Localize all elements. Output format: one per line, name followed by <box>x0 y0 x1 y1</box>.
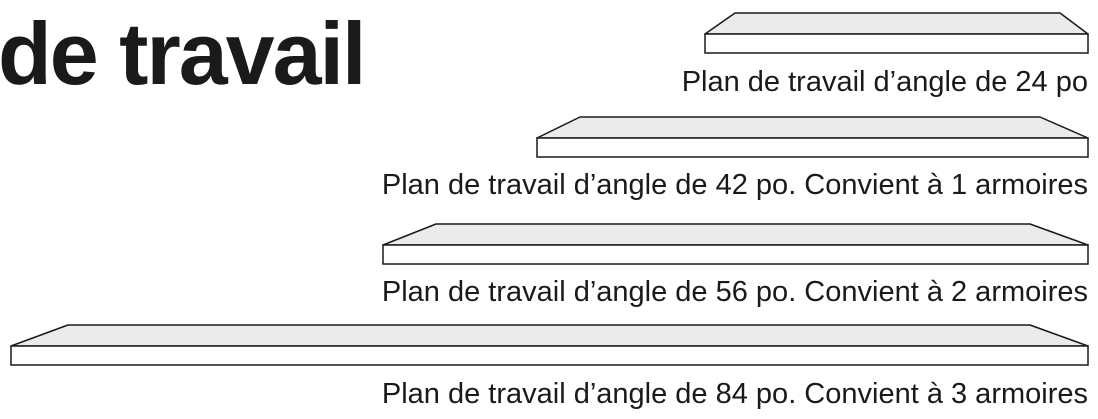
countertop-84-top <box>10 324 1089 347</box>
countertop-42-shape <box>536 116 1089 158</box>
countertop-84-front <box>10 345 1089 366</box>
countertop-24-top <box>704 12 1089 35</box>
countertop-42-top <box>536 116 1089 139</box>
countertop-42-front <box>536 137 1089 158</box>
countertop-56-top <box>382 223 1089 246</box>
countertop-24-front <box>704 33 1089 54</box>
countertop-56-front <box>382 244 1089 265</box>
countertop-84-label: Plan de travail d’angle de 84 po. Convie… <box>381 378 1088 410</box>
countertop-42-label: Plan de travail d’angle de 42 po. Convie… <box>381 169 1088 201</box>
page-title: de travail <box>0 4 366 103</box>
countertop-24-shape <box>704 12 1089 54</box>
countertop-56-shape <box>382 223 1089 265</box>
countertop-56-label: Plan de travail d’angle de 56 po. Convie… <box>381 276 1088 308</box>
countertop-24-label: Plan de travail d’angle de 24 po <box>681 66 1088 98</box>
countertop-84-shape <box>10 324 1089 366</box>
